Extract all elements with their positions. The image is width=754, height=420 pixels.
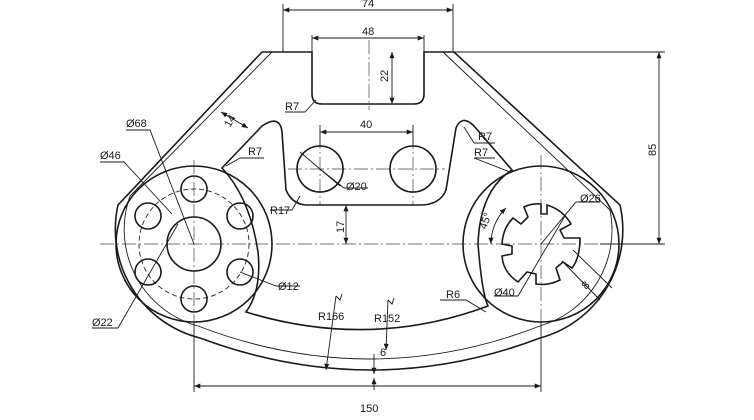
label-r17: R17: [270, 205, 290, 217]
leader-dia12: [239, 271, 300, 287]
label-r6: R6: [446, 289, 460, 301]
r152-break: [387, 297, 395, 305]
label-r152: R152: [374, 313, 400, 325]
label-150: 150: [360, 403, 378, 415]
r166-break: [335, 293, 343, 301]
leader-r6: [440, 299, 487, 313]
outer-profile: [114, 51, 624, 371]
bolt-hole-1: [180, 175, 208, 203]
dimension-labels: 74 48 22 R7 14 40 R7 R7 Ø68 Ø46 R7 85 Ø2…: [92, 0, 659, 415]
label-dia46: Ø46: [100, 150, 121, 162]
bolt-hole-6: [134, 202, 162, 230]
leader-dia68: [126, 129, 195, 245]
leader-r7-right-bottom: [473, 157, 511, 173]
left-hub: [115, 165, 273, 323]
center-lines: [100, 40, 640, 330]
leader-r7-slot: [285, 99, 317, 113]
label-r7-slot: R7: [285, 101, 299, 113]
label-r7-right-top: R7: [478, 131, 492, 143]
label-r7-right-bottom: R7: [474, 147, 488, 159]
leader-dia26: [540, 201, 600, 245]
leader-dia22: [92, 223, 179, 329]
label-dia22: Ø22: [92, 317, 113, 329]
inner-wall-line: [123, 51, 613, 360]
label-45deg: 45°: [478, 211, 495, 231]
bolt-hole-5: [134, 258, 162, 286]
label-6: 6: [380, 347, 386, 359]
label-dia12: Ø12: [278, 281, 299, 293]
inner-pocket: [220, 119, 514, 331]
label-dia20: Ø20: [346, 181, 367, 193]
hub-left-bore: [166, 216, 222, 272]
leader-dia46: [100, 161, 173, 215]
leader-8-a: [561, 260, 601, 301]
dim-r166: [324, 295, 337, 371]
hub-left-bolt-circle: [138, 188, 250, 300]
leader-dia40: [494, 213, 567, 297]
label-dia26: Ø26: [580, 193, 601, 205]
bolt-hole-2: [226, 202, 254, 230]
label-22: 22: [379, 70, 391, 82]
label-dia40: Ø40: [494, 287, 515, 299]
label-r7-left: R7: [248, 146, 262, 158]
label-14: 14: [222, 113, 239, 130]
label-48: 48: [362, 26, 374, 38]
hub-right-keyed-bore: [501, 203, 581, 286]
bolt-hole-3: [226, 258, 254, 286]
dia20-diameter-line: [299, 151, 341, 187]
dim-r152: [383, 299, 389, 351]
leader-r17: [270, 195, 301, 211]
label-74: 74: [362, 0, 374, 10]
label-r166: R166: [318, 311, 344, 323]
label-85: 85: [647, 144, 659, 156]
bolt-hole-4: [180, 285, 208, 313]
label-40: 40: [360, 119, 372, 131]
label-17: 17: [335, 221, 347, 233]
dim-45deg: [488, 207, 507, 245]
dim-14: [220, 111, 249, 129]
label-dia68: Ø68: [126, 118, 147, 130]
leader-r7-left: [225, 157, 264, 167]
leader-8-b: [572, 249, 613, 289]
leader-r7-right-top: [463, 126, 495, 144]
dimension-lines: [92, 4, 665, 392]
